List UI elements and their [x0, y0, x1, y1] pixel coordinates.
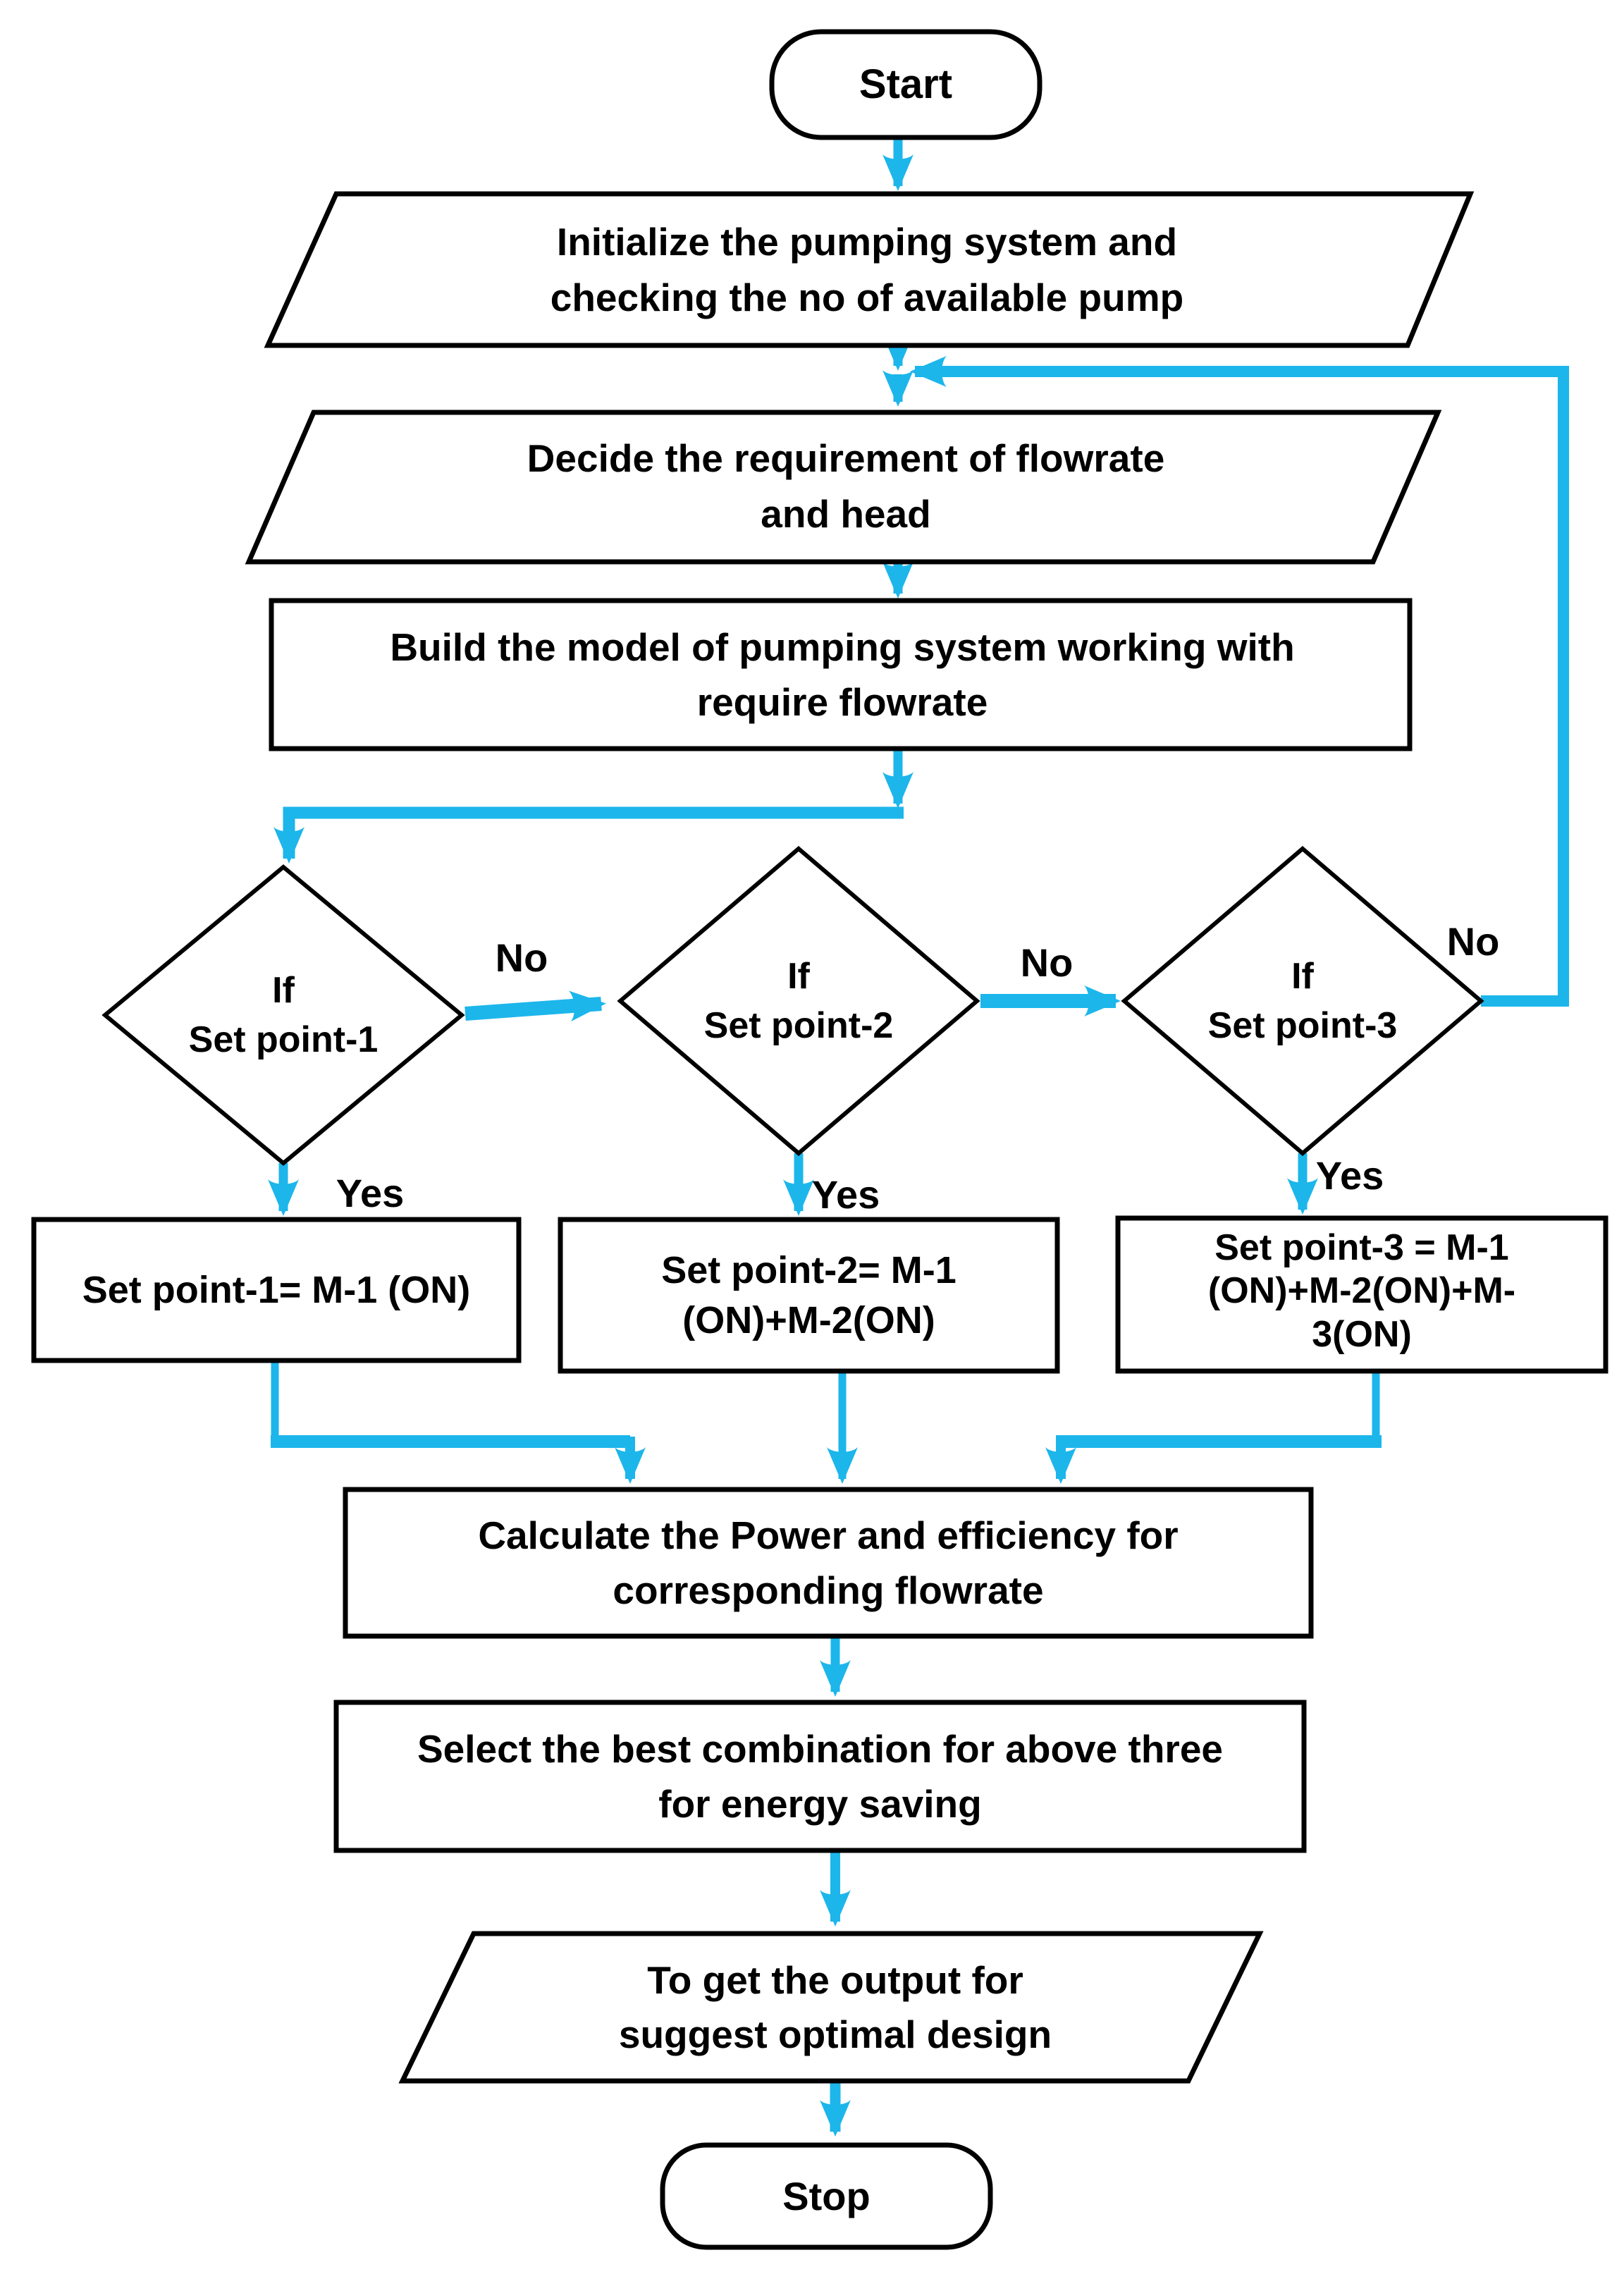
action2-label: Set point-2= M-1 (ON)+M-2(ON) [661, 1249, 956, 1341]
yes2-edge-label: Yes [811, 1172, 880, 1217]
action1-process-shape [31, 1217, 522, 1363]
no2-edge-label: No [1020, 940, 1074, 985]
yes3-edge-label: Yes [1315, 1153, 1384, 1198]
edge-build-to-check1 [273, 806, 904, 864]
init-label: Initialize the pumping system and checki… [550, 220, 1184, 319]
action2-process-shape [558, 1217, 1060, 1374]
yes1-edge-label: Yes [336, 1171, 405, 1215]
output-label: To get the output for suggest optimal de… [618, 1958, 1052, 2056]
start-terminator-shape [769, 29, 1042, 140]
no3-edge-label: No [1446, 919, 1500, 964]
build-label: Build the model of pumping system workin… [390, 625, 1295, 724]
stop-label: Stop [782, 2173, 871, 2218]
decide-label: Decide the requirement of flowrate and h… [527, 436, 1165, 536]
calculate-label: Calculate the Power and efficiency for c… [478, 1513, 1179, 1612]
check1-label: If Set point-1 [188, 969, 379, 1060]
action3-process-shape [1115, 1215, 1608, 1374]
check1-decision-shape [102, 864, 465, 1166]
select-process-shape [333, 1700, 1307, 1853]
calculate-process-shape [343, 1487, 1314, 1639]
check2-decision-shape [617, 846, 980, 1156]
action3-label: Set point-3 = M-1 (ON)+M-2(ON)+M- 3(ON) [1207, 1227, 1516, 1355]
no1-edge-label: No [495, 935, 548, 980]
start-label: Start [859, 61, 953, 107]
edge-no1 [465, 990, 606, 1022]
stop-terminator-shape [660, 2142, 993, 2250]
action1-label: Set point-1= M-1 (ON) [82, 1268, 471, 1311]
check3-decision-shape [1121, 846, 1484, 1156]
init-parallelogram-shape [264, 191, 1475, 348]
check2-label: If Set point-2 [703, 955, 894, 1046]
select-label: Select the best combination for above th… [417, 1726, 1224, 1826]
edge-no3-loopback [910, 356, 1569, 1007]
check3-label: If Set point-3 [1207, 955, 1398, 1046]
decide-parallelogram-shape [245, 410, 1442, 565]
build-process-shape [269, 598, 1413, 751]
output-parallelogram-shape [398, 1931, 1264, 2084]
